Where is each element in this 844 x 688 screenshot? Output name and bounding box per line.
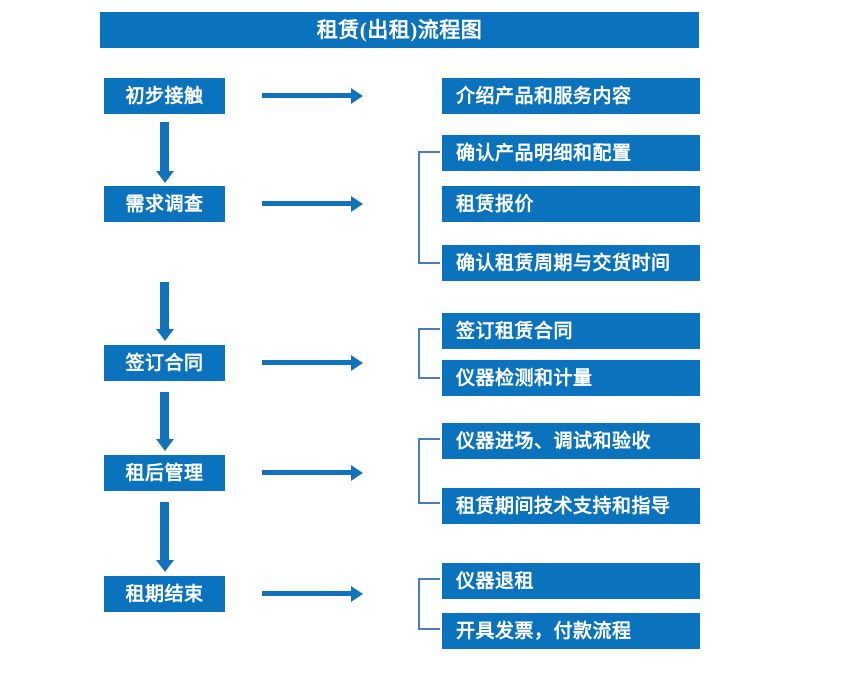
bracket-survey-group bbox=[418, 151, 440, 264]
bracket-contract-group bbox=[418, 328, 440, 379]
detail-box-instrument-return[interactable]: 仪器退租 bbox=[442, 563, 700, 599]
down-arrow-icon-contact-to-survey bbox=[160, 122, 169, 172]
detail-box-invoice-payment[interactable]: 开具发票，付款流程 bbox=[442, 613, 700, 649]
bracket-management-group bbox=[418, 438, 440, 504]
right-arrow-icon-contact-details bbox=[262, 93, 352, 98]
detail-box-confirm-rental-period[interactable]: 确认租赁周期与交货时间 bbox=[442, 245, 700, 281]
bracket-end-group bbox=[418, 578, 440, 630]
right-arrow-icon-contract-details bbox=[262, 360, 352, 365]
detail-box-sign-rental-contract[interactable]: 签订租赁合同 bbox=[442, 313, 700, 349]
stage-box-rental-end[interactable]: 租期结束 bbox=[104, 576, 225, 612]
flowchart-title: 租赁(出租)流程图 bbox=[100, 12, 699, 48]
down-arrow-icon-contract-to-management bbox=[160, 392, 169, 440]
detail-box-instrument-entry[interactable]: 仪器进场、调试和验收 bbox=[442, 423, 700, 459]
right-arrow-icon-survey-details bbox=[262, 201, 352, 206]
detail-box-confirm-product-details[interactable]: 确认产品明细和配置 bbox=[442, 135, 700, 171]
detail-box-introduce-products[interactable]: 介绍产品和服务内容 bbox=[442, 78, 700, 114]
detail-box-rental-quotation[interactable]: 租赁报价 bbox=[442, 186, 700, 222]
stage-box-needs-survey[interactable]: 需求调查 bbox=[104, 186, 225, 222]
right-arrow-icon-end-details bbox=[262, 591, 352, 596]
down-arrow-icon-survey-to-contract bbox=[160, 282, 169, 330]
detail-box-instrument-inspection[interactable]: 仪器检测和计量 bbox=[442, 360, 700, 396]
down-arrow-icon-management-to-end bbox=[160, 502, 169, 561]
stage-box-initial-contact[interactable]: 初步接触 bbox=[104, 78, 225, 114]
detail-box-technical-support[interactable]: 租赁期间技术支持和指导 bbox=[442, 488, 700, 524]
stage-box-post-rental-management[interactable]: 租后管理 bbox=[104, 455, 225, 491]
right-arrow-icon-management-details bbox=[262, 470, 352, 475]
stage-box-sign-contract[interactable]: 签订合同 bbox=[104, 345, 225, 381]
